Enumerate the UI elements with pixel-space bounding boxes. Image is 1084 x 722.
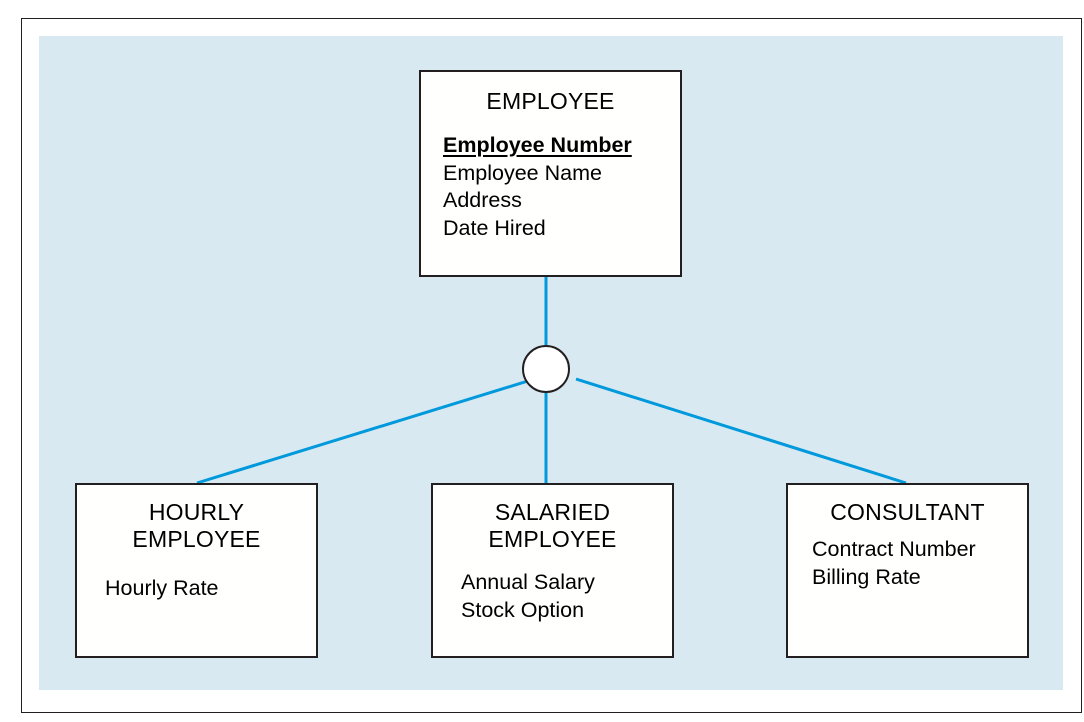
entity-hourly-employee[interactable]: HOURLY EMPLOYEE Hourly Rate <box>75 483 318 658</box>
attribute-contract-number: Contract Number <box>812 537 976 562</box>
entity-salaried-employee-attributes: Annual Salary Stock Option <box>433 569 672 624</box>
attribute-annual-salary: Annual Salary <box>461 570 595 595</box>
subtype-discriminator-circle[interactable] <box>522 345 570 393</box>
attribute-address: Address <box>443 188 522 213</box>
attribute-date-hired: Date Hired <box>443 215 546 240</box>
entity-salaried-employee[interactable]: SALARIED EMPLOYEE Annual Salary Stock Op… <box>431 483 674 658</box>
entity-consultant-attributes: Contract Number Billing Rate <box>788 536 1027 591</box>
entity-consultant[interactable]: CONSULTANT Contract Number Billing Rate <box>786 483 1029 658</box>
entity-employee-title: EMPLOYEE <box>486 88 615 114</box>
attribute-billing-rate: Billing Rate <box>812 564 921 589</box>
entity-employee[interactable]: EMPLOYEE Employee Number Employee Name A… <box>419 70 682 277</box>
entity-employee-attributes: Employee Number Employee Name Address Da… <box>421 132 680 242</box>
attribute-hourly-rate: Hourly Rate <box>105 576 219 601</box>
attribute-primary-key: Employee Number <box>443 133 632 158</box>
entity-hourly-employee-attributes: Hourly Rate <box>77 575 316 603</box>
entity-consultant-title: CONSULTANT <box>830 499 985 525</box>
attribute-stock-option: Stock Option <box>461 597 585 622</box>
entity-hourly-employee-title: HOURLY EMPLOYEE <box>132 499 261 553</box>
attribute-employee-name: Employee Name <box>443 160 602 185</box>
entity-salaried-employee-title: SALARIED EMPLOYEE <box>488 499 617 553</box>
